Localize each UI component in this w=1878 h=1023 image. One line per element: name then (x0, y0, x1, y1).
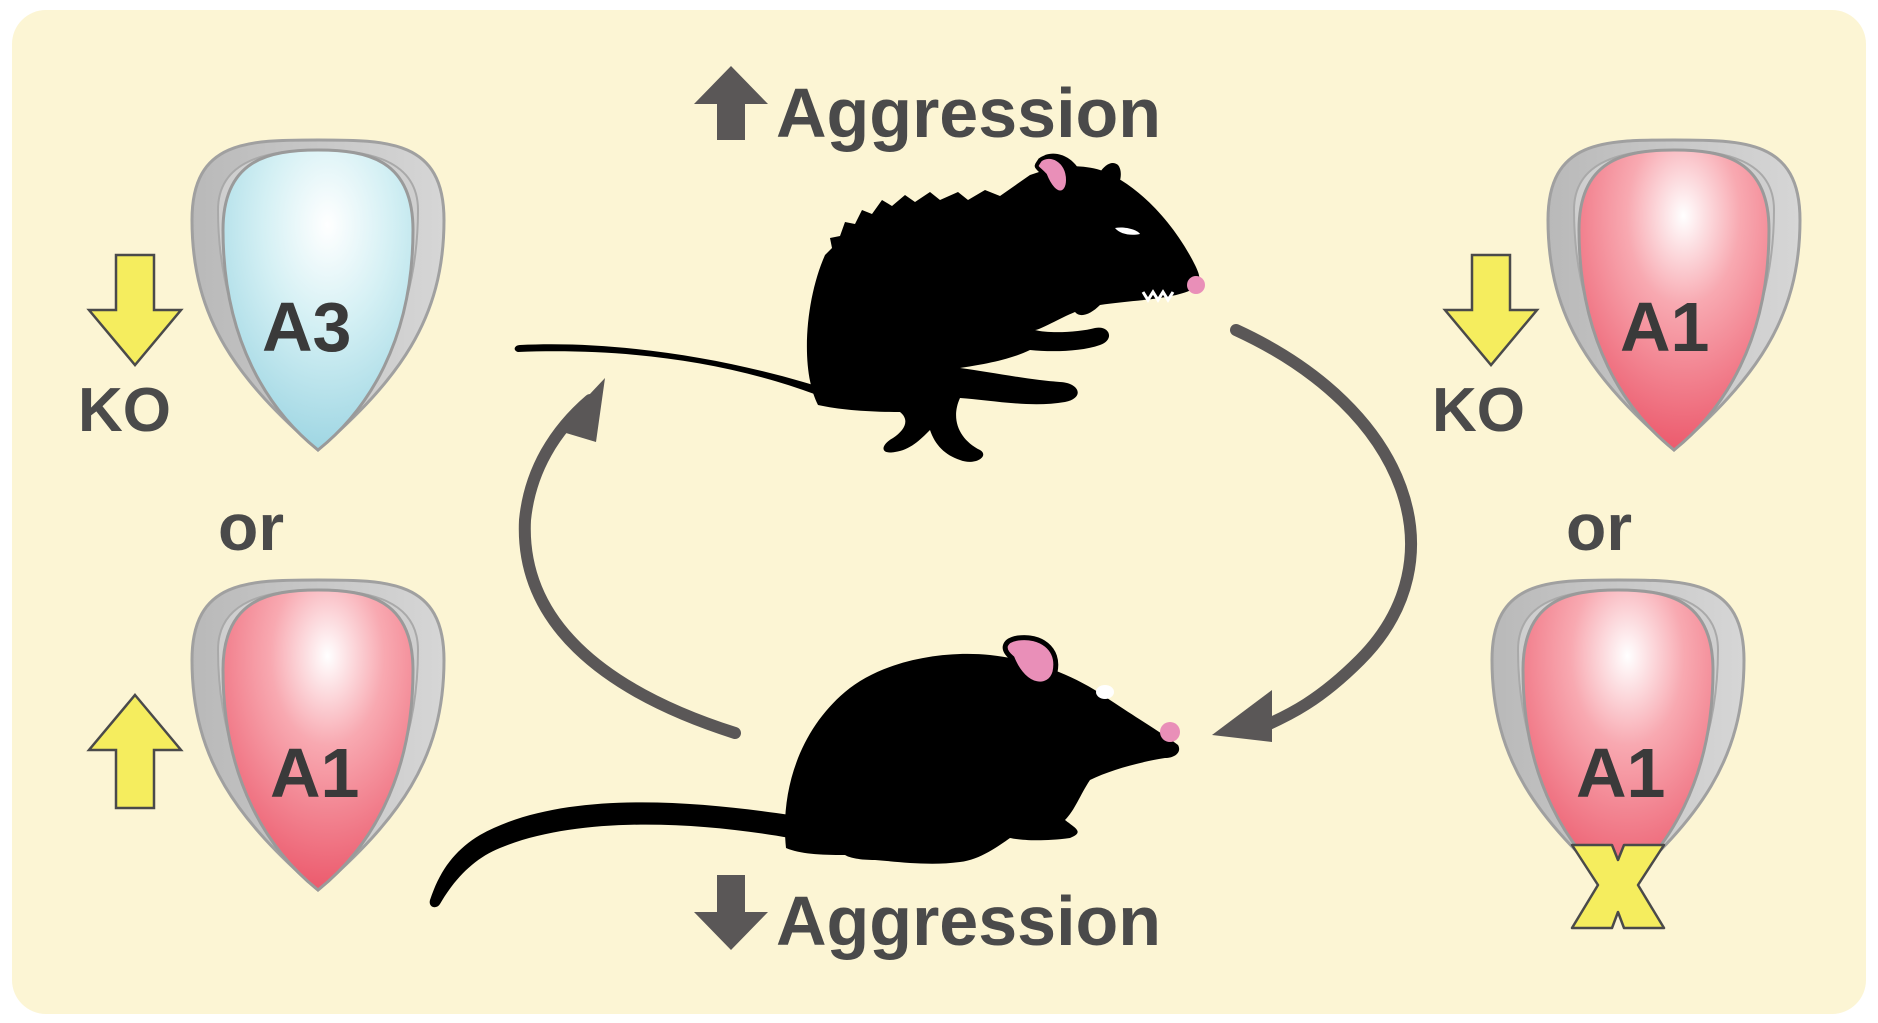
pituitary-label-a1-right-lower: A1 (1576, 734, 1666, 812)
pituitary-label-a3: A3 (262, 288, 352, 366)
or-label-right: or (1566, 490, 1632, 564)
down-arrow-icon-right (1442, 253, 1540, 367)
pituitary-left-lower (190, 578, 446, 892)
pituitary-label-a1-right-upper: A1 (1620, 288, 1710, 366)
cycle-arrow-left (518, 394, 741, 739)
ko-label-left: KO (78, 376, 171, 445)
aggressive-mouse (514, 153, 1205, 462)
pituitary-label-a1-left: A1 (270, 734, 360, 812)
ko-label-right: KO (1432, 376, 1525, 445)
pituitary-right-upper (1546, 138, 1802, 452)
or-label-left: or (218, 490, 284, 564)
up-arrow-icon (86, 693, 184, 810)
aggression-decrease-label: Aggression (776, 882, 1162, 960)
aggression-increase-label: Aggression (776, 74, 1162, 152)
background-panel (12, 10, 1866, 1014)
cycle-arrow-right (1230, 324, 1417, 734)
down-arrow-icon (86, 253, 184, 367)
cycle-arrow-left-head (556, 378, 605, 442)
pituitary-right-lower (1490, 578, 1746, 892)
pituitary-left-upper (190, 138, 446, 452)
calm-mouse (429, 635, 1180, 908)
up-block-arrow-icon (694, 66, 768, 140)
cycle-arrow-right-head (1212, 690, 1272, 742)
down-block-arrow-icon (694, 875, 768, 950)
cross-icon (1570, 843, 1666, 930)
